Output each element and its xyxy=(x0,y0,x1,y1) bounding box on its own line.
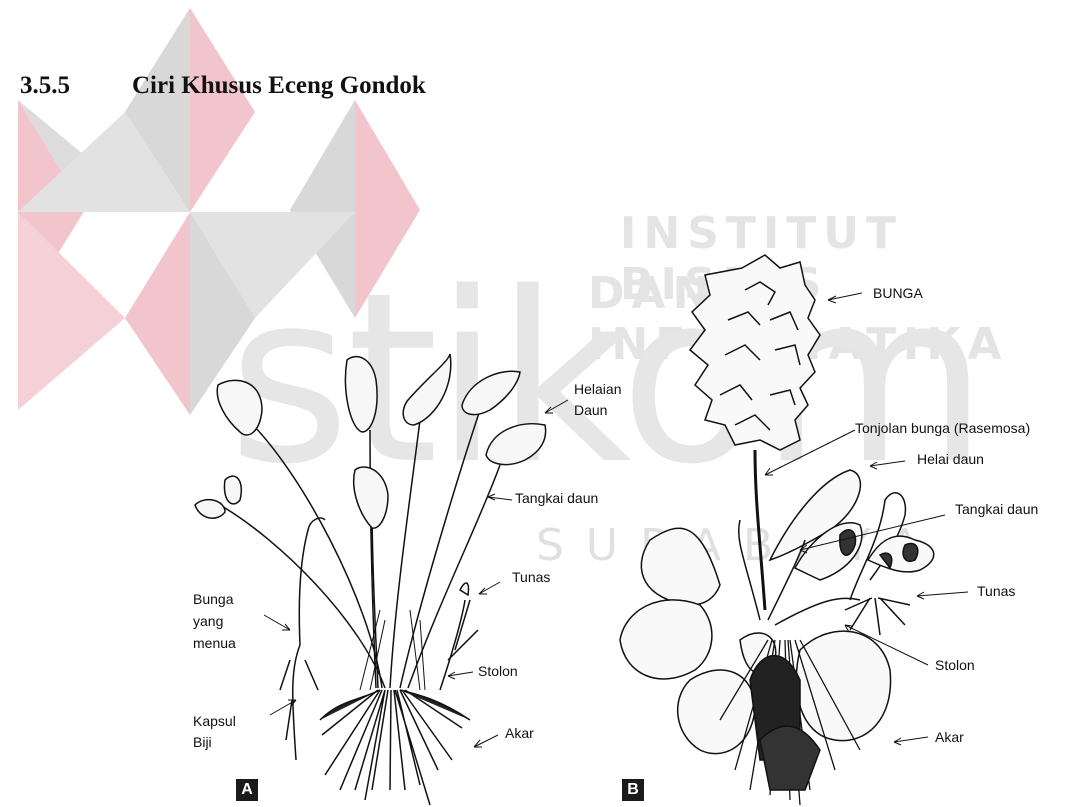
label-akar-b: Akar xyxy=(935,728,964,747)
label-tonjolan-bunga: Tonjolan bunga (Rasemosa) xyxy=(855,419,1030,438)
label-tunas-b: Tunas xyxy=(977,582,1015,601)
label-helai-daun: Helai daun xyxy=(917,450,984,469)
panel-tag-b: B xyxy=(622,779,644,801)
label-stolon-b: Stolon xyxy=(935,656,975,675)
label-bunga: BUNGA xyxy=(873,284,923,303)
label-tangkai-daun-b: Tangkai daun xyxy=(955,500,1038,519)
